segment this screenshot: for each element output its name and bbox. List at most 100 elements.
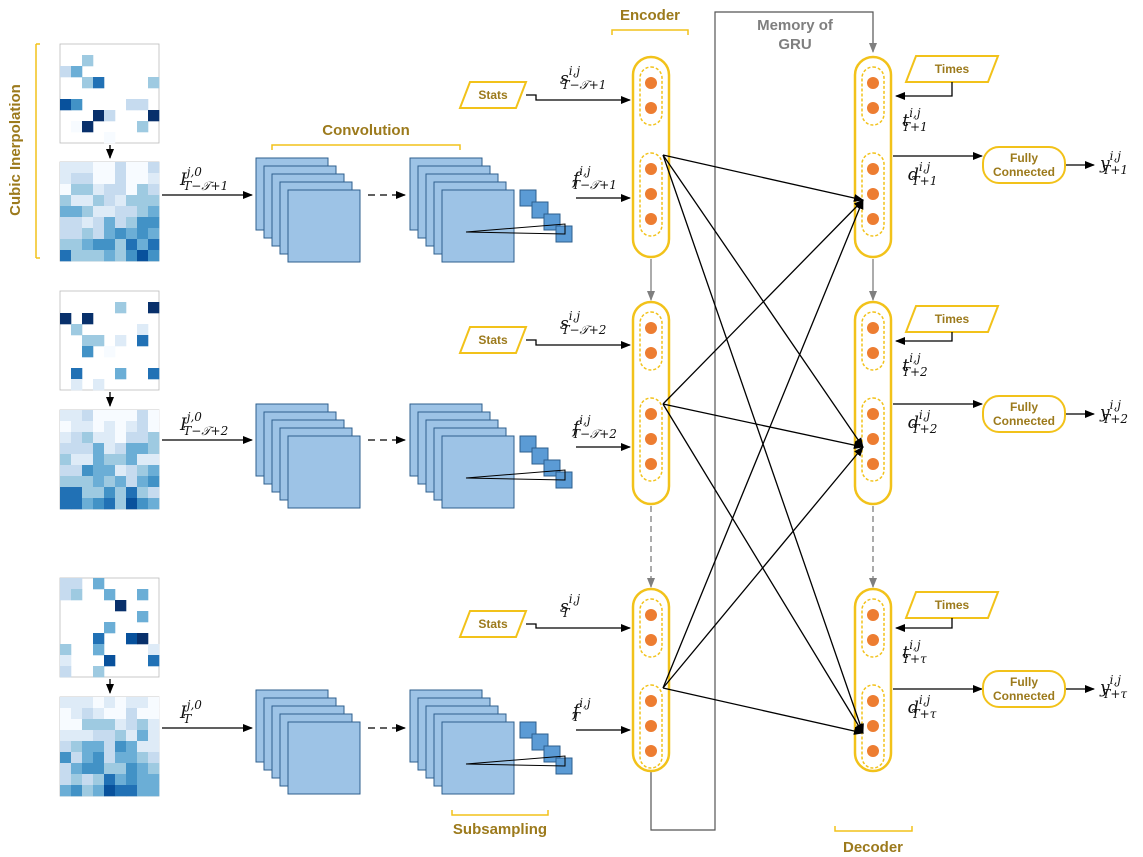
interpolated-map-cell <box>104 217 116 229</box>
interpolated-map-cell <box>137 697 149 709</box>
decoder-hidden-group <box>861 684 885 769</box>
encoder-feature-group-node <box>645 213 657 225</box>
interpolated-map-cell <box>148 184 160 196</box>
interpolated-map-cell <box>82 217 94 229</box>
fully-connected-label-2: Connected <box>993 689 1055 703</box>
sparse-sample-map-cell <box>60 644 72 656</box>
interpolated-map-cell <box>126 752 138 764</box>
interpolated-map-cell <box>60 250 72 262</box>
interpolated-map-cell <box>93 443 105 455</box>
attention-link <box>662 154 864 202</box>
fully-connected-box <box>982 395 1066 433</box>
interpolated-map-cell <box>148 697 160 709</box>
interpolated-map-cell <box>82 708 94 720</box>
interpolated-map-cell <box>148 719 160 731</box>
interpolated-map-cell <box>93 228 105 240</box>
sparse-sample-map-cell <box>104 655 116 667</box>
interpolated-map-cell <box>93 250 105 262</box>
interpolated-map-cell <box>93 763 105 775</box>
sparse-sample-map-cell <box>115 368 127 380</box>
interpolated-map-cell <box>148 443 160 455</box>
interpolated-map-cell <box>82 410 94 422</box>
interpolated-map-cell <box>126 173 138 185</box>
interpolated-map-cell <box>115 206 127 218</box>
interpolated-map-cell <box>126 239 138 251</box>
sparse-sample-map-cell <box>71 589 83 601</box>
sparse-sample-map-cell <box>137 99 149 111</box>
interpolated-map-cell <box>137 730 149 742</box>
fully-connected-label-1: Fully <box>1010 400 1038 414</box>
sparse-sample-map-cell <box>137 589 149 601</box>
interpolated-map-cell <box>126 498 138 510</box>
interpolated-map-cell <box>71 785 83 797</box>
sparse-sample-map-cell <box>137 324 149 336</box>
sparse-sample-map-cell <box>60 99 72 111</box>
interpolated-map-cell <box>137 785 149 797</box>
decoder-hidden-group-node <box>867 408 879 420</box>
decoder-cell <box>853 587 893 773</box>
interpolated-map-cell <box>82 465 94 477</box>
decoder-time-group-node <box>867 77 879 89</box>
interpolated-map-cell <box>60 454 72 466</box>
interpolated-map-cell <box>93 476 105 488</box>
decoder-time-group-node <box>867 347 879 359</box>
sparse-sample-map-cell <box>126 99 138 111</box>
interpolated-map-cell <box>115 730 127 742</box>
times-input-label: Times <box>935 62 970 76</box>
interpolated-map-cell <box>71 195 83 207</box>
interpolated-map-cell <box>82 228 94 240</box>
fully-connected-label-1: Fully <box>1010 151 1038 165</box>
interpolated-map-cell <box>115 162 127 174</box>
interpolated-map-cell <box>104 410 116 422</box>
interpolated-map <box>59 161 160 262</box>
interpolated-map-cell <box>148 498 160 510</box>
encoder-stats-group-node <box>645 609 657 621</box>
interpolated-map-cell <box>126 708 138 720</box>
interpolated-map-cell <box>82 774 94 786</box>
sparse-sample-map-cell <box>60 655 72 667</box>
decoder-time-group-node <box>867 102 879 114</box>
interpolated-map-cell <box>71 173 83 185</box>
interpolated-map-cell <box>115 432 127 444</box>
interpolated-map-cell <box>115 454 127 466</box>
encoder-cell <box>631 300 671 506</box>
attention-link <box>662 154 864 448</box>
interpolated-map-cell <box>71 454 83 466</box>
encoder-feature-group-node <box>645 745 657 757</box>
interpolated-map-cell <box>82 498 94 510</box>
interpolated-map-cell <box>148 432 160 444</box>
interpolated-map-cell <box>71 228 83 240</box>
pool-wedge <box>465 755 566 767</box>
attention-link <box>662 403 864 450</box>
interpolated-map-cell <box>148 730 160 742</box>
interpolated-map-cell <box>104 741 116 753</box>
interpolated-map-cell <box>126 206 138 218</box>
interpolated-map-cell <box>104 173 116 185</box>
interpolated-map-cell <box>82 719 94 731</box>
interpolated-map-cell <box>148 195 160 207</box>
interpolated-map-cell <box>93 465 105 477</box>
times-input-box <box>904 305 1000 333</box>
interpolated-map-cell <box>93 195 105 207</box>
interpolated-map-cell <box>137 432 149 444</box>
interpolated-map-cell <box>82 162 94 174</box>
decoder-bracket <box>834 826 913 832</box>
stats-input-box <box>458 610 528 638</box>
decoder-hidden-group <box>861 397 885 482</box>
interpolated-map-cell <box>115 487 127 499</box>
attention-link <box>662 199 864 405</box>
sparse-sample-map-cell <box>71 121 83 133</box>
interpolated-map-cell <box>115 410 127 422</box>
sparse-sample-map <box>59 290 160 391</box>
interpolated-map-cell <box>104 228 116 240</box>
cubic-interpolation-label: Cubic Inerpolation <box>7 84 24 216</box>
interpolated-map-cell <box>115 785 127 797</box>
interpolated-map-cell <box>126 454 138 466</box>
interpolated-map-cell <box>71 443 83 455</box>
sparse-sample-map-cell <box>71 379 83 391</box>
interpolated-map-cell <box>71 432 83 444</box>
